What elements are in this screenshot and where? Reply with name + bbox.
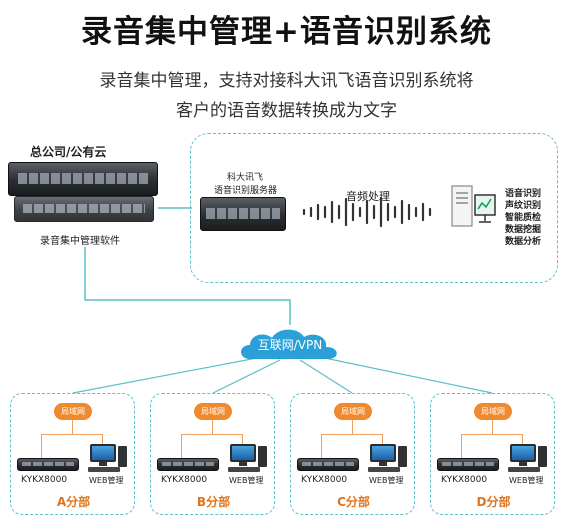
model-label: KYKX8000 xyxy=(161,475,208,485)
web-management-label: WEB管理 xyxy=(369,476,404,485)
lan-badge: 局域网 xyxy=(54,403,92,420)
recorder-server-icon xyxy=(437,458,499,471)
computer-icon xyxy=(230,444,256,462)
branch-name: D分部 xyxy=(476,495,511,509)
computer-icon xyxy=(510,444,536,462)
recorder-server-icon xyxy=(17,458,79,471)
recorder-server-icon xyxy=(297,458,359,471)
web-management-label: WEB管理 xyxy=(509,476,544,485)
web-management-label: WEB管理 xyxy=(229,476,264,485)
asr-region xyxy=(190,133,558,283)
feature-item: 智能质检 xyxy=(505,213,542,223)
branch-d: 局域网 KYKX8000 WEB管理 D分部 xyxy=(430,393,555,515)
hq-label: 总公司/公有云 xyxy=(30,145,107,159)
hq-server-base-icon xyxy=(14,196,154,222)
branch-name: A分部 xyxy=(56,495,91,509)
feature-item: 数据挖掘 xyxy=(505,225,542,235)
subtitle-line-1: 录音集中管理，支持对接科大讯飞语音识别系统将 xyxy=(99,71,474,91)
feature-item: 声纹识别 xyxy=(505,201,542,211)
model-label: KYKX8000 xyxy=(441,475,488,485)
subtitle-line-2: 客户的语音数据转换成为文字 xyxy=(176,101,397,121)
model-label: KYKX8000 xyxy=(301,475,348,485)
lan-badge: 局域网 xyxy=(334,403,372,420)
lan-badge: 局域网 xyxy=(194,403,232,420)
model-label: KYKX8000 xyxy=(21,475,68,485)
branch-name: C分部 xyxy=(337,495,370,509)
asr-server-icon xyxy=(200,197,286,231)
branch-a: 局域网 KYKX8000 WEB管理 A分部 xyxy=(10,393,135,515)
lan-badge: 局域网 xyxy=(474,403,512,420)
asr-server-label-2: 语音识别服务器 xyxy=(214,186,278,196)
computer-icon xyxy=(370,444,396,462)
analysis-computer-icon xyxy=(451,185,496,227)
feature-item: 数据分析 xyxy=(505,237,542,247)
recognition-features: 语音识别 声纹识别 智能质检 数据挖掘 数据分析 xyxy=(505,188,541,248)
branch-b: 局域网 KYKX8000 WEB管理 B分部 xyxy=(150,393,275,515)
network-label: 互联网/VPN xyxy=(257,338,323,352)
hq-server-icon xyxy=(8,162,158,196)
asr-server-label-1: 科大讯飞 xyxy=(227,173,264,183)
branch-c: 局域网 KYKX8000 WEB管理 C分部 xyxy=(290,393,415,515)
computer-icon xyxy=(90,444,116,462)
hq-software-label: 录音集中管理软件 xyxy=(40,236,120,247)
recorder-server-icon xyxy=(157,458,219,471)
page-title: 录音集中管理+语音识别系统 xyxy=(81,14,492,50)
branch-name: B分部 xyxy=(196,495,231,509)
feature-item: 语音识别 xyxy=(505,189,542,199)
waveform-icon xyxy=(302,196,432,228)
internet-cloud-icon xyxy=(241,329,337,359)
web-management-label: WEB管理 xyxy=(89,476,124,485)
audio-processing-label: 音频处理 xyxy=(346,190,390,203)
